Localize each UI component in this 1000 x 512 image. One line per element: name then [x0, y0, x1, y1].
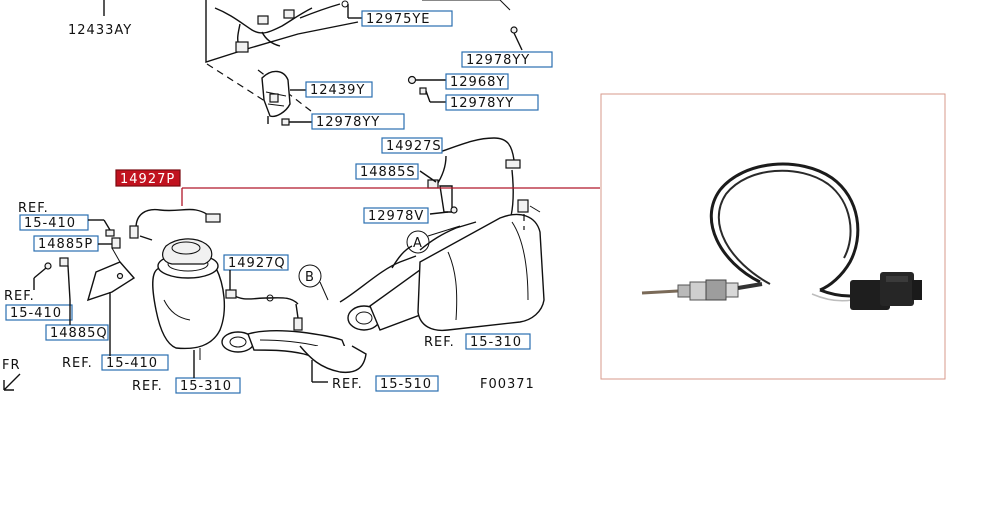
ref-label-catalyst: REF.: [132, 379, 163, 394]
catalytic-converter: [152, 238, 225, 360]
nut-icon: [407, 75, 417, 85]
ref-15-310-muffler: 15-310: [470, 335, 522, 350]
front-arrow-icon: [3, 373, 21, 391]
ref-box-15-410-mid: [5, 304, 73, 321]
pn-12975ye: 12975YE: [366, 12, 431, 27]
ref-15-510: 15-510: [380, 377, 432, 392]
pn-box-14885s: [355, 163, 419, 180]
pn-14885q: 14885Q: [50, 326, 108, 341]
pn-box-12975ye: [361, 10, 453, 27]
pn-14885s: 14885S: [360, 165, 416, 180]
pn-14927q: 14927Q: [228, 256, 286, 271]
pn-14927p: 14927P: [120, 172, 175, 187]
ref-box-15-410-top: [19, 214, 89, 231]
bolt-lower-icon: [281, 118, 290, 126]
pn-box-14927p-highlight: [115, 169, 181, 187]
ref-15-310-catalyst: 15-310: [180, 379, 232, 394]
wiring-harness: [214, 0, 349, 53]
pn-box-12439y: [305, 81, 373, 98]
pn-box-14885q: [45, 324, 109, 341]
pn-12978yy-upper: 12978YY: [466, 53, 530, 68]
pn-12439y: 12439Y: [310, 83, 365, 98]
pn-box-12978v: [363, 207, 429, 224]
ref-15-410-mid: 15-410: [10, 306, 62, 321]
fr-label: FR: [2, 358, 21, 373]
clip-icon: [111, 237, 121, 249]
exhaust-temp-sensor-mid: [225, 289, 303, 331]
bolt-icon: [419, 87, 427, 95]
pn-box-12978yy-upper: [461, 51, 553, 68]
ref-label-top: REF.: [18, 201, 49, 216]
ref-box-15-510: [375, 375, 439, 392]
ref-label-pipe: REF.: [332, 377, 363, 392]
exhaust-temp-sensor-highlight: [129, 208, 221, 241]
pn-14885p: 14885P: [38, 237, 93, 252]
pn-box-14927s: [381, 137, 443, 154]
marker-b: [298, 264, 322, 288]
pn-12968y: 12968Y: [450, 75, 505, 90]
marker-b-label: B: [305, 270, 315, 285]
ref-box-15-310-muffler: [465, 333, 531, 350]
pn-box-12978yy-lower: [311, 113, 405, 130]
front-exhaust-pipe: [221, 329, 367, 374]
ref-15-410-bottom: 15-410: [106, 356, 158, 371]
ref-15-410-top: 15-410: [24, 216, 76, 231]
ref-box-15-310-catalyst: [175, 377, 241, 394]
pn-12978yy-lower: 12978YY: [316, 115, 380, 130]
sensor-photo: [641, 162, 922, 310]
marker-a-label: A: [413, 236, 423, 251]
pn-12433ay: 12433AY: [68, 23, 132, 38]
heat-shield-bracket: [261, 70, 291, 124]
marker-a: [406, 230, 430, 254]
pn-12978yy-mid: 12978YY: [450, 96, 514, 111]
bolt-head-icon: [510, 26, 518, 34]
figure-code: F00371: [480, 377, 535, 392]
pn-box-14927q: [223, 254, 289, 271]
pn-box-12968y: [445, 73, 509, 90]
sensor-photo-frame: [600, 93, 946, 380]
sensor-bracket: [439, 185, 453, 213]
ref-label-mid: REF.: [4, 289, 35, 304]
pn-12978v: 12978V: [368, 209, 424, 224]
muffler-assembly: [339, 199, 545, 332]
pn-14927s: 14927S: [386, 139, 442, 154]
ref-label-muffler: REF.: [424, 335, 455, 350]
ref-label-bottom: REF.: [62, 356, 93, 371]
pn-box-12978yy-mid: [445, 94, 539, 111]
ref-box-15-410-bottom: [101, 354, 169, 371]
bracket-left: [44, 257, 136, 302]
